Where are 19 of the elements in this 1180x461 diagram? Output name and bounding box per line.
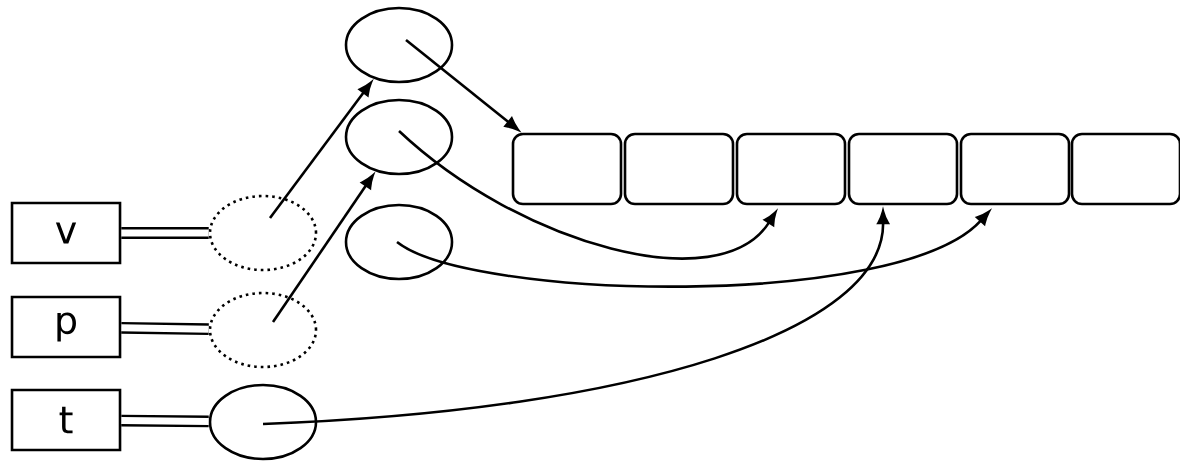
memory-cell [623,132,735,206]
pointer-ellipse [344,6,454,84]
memory-cell [847,132,959,206]
variable-box: v [10,201,122,265]
pointer-ellipse [344,203,454,281]
arrow [398,130,777,260]
pointer-ellipse [208,383,318,461]
arrow [268,81,372,219]
memory-cell [735,132,847,206]
pointer-ellipse [208,194,318,272]
arrow [271,174,374,323]
memory-cell [959,132,1071,206]
arrow [396,210,990,288]
variable-box: t [10,388,122,452]
memory-cell [1070,132,1180,206]
memory-cell [511,132,623,206]
pointer-ellipse [344,98,454,176]
variable-box: p [10,295,122,359]
pointer-ellipse [208,291,318,369]
